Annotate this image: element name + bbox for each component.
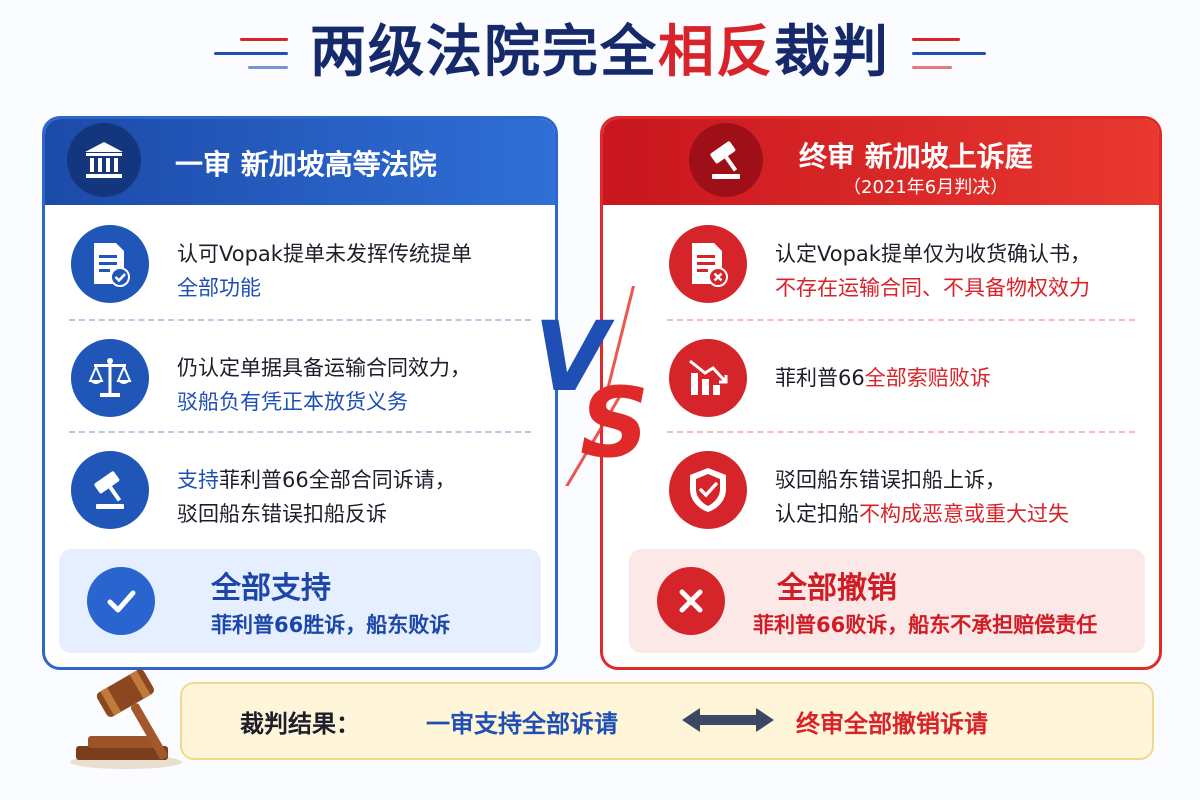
list-item: 认定Vopak提单仅为收货确认书， 不存在运输合同、不具备物权效力 — [603, 211, 1159, 317]
item-line-highlight: 支持 — [177, 468, 219, 492]
first-instance-panel: 一审 新加坡高等法院 认可Vopak提单未发挥传统提单 全部功能 仍认定单据具备… — [42, 116, 558, 670]
gavel-icon — [71, 451, 149, 529]
list-item: 驳回船东错误扣船上诉， 认定扣船不构成恶意或重大过失 — [603, 437, 1159, 543]
result-title: 全部支持 — [211, 571, 331, 606]
vs-letter-s: S — [580, 367, 649, 479]
shield-check-icon — [669, 451, 747, 529]
document-cross-icon — [669, 225, 747, 303]
list-item-text: 仍认定单据具备运输合同效力， 驳船负有凭正本放货义务 — [177, 351, 471, 419]
item-line-rest: 菲利普66全部合同诉请， — [219, 468, 456, 492]
item-line: 认可Vopak提单未发挥传统提单 — [177, 242, 472, 266]
list-item: 菲利普66全部索赔败诉 — [603, 325, 1159, 431]
item-line-highlight: 全部功能 — [177, 276, 261, 300]
item-line: 认定扣船不构成恶意或重大过失 — [775, 497, 1069, 531]
item-line-highlight: 全部索赔败诉 — [864, 366, 991, 390]
title-part-1: 两级法院完全 — [310, 20, 658, 85]
divider — [69, 431, 531, 433]
final-appeal-header: 终审 新加坡上诉庭 （2021年6月判决） — [603, 119, 1159, 205]
final-appeal-date: （2021年6月判决） — [843, 177, 1009, 198]
verdict-label: 裁判结果： — [240, 710, 360, 738]
gavel-icon — [70, 669, 182, 769]
vs-emblem: V S — [534, 286, 649, 486]
final-appeal-result: 全部撤销 菲利普66败诉，船东不承担赔偿责任 — [629, 549, 1145, 653]
item-line: 驳回船东错误扣船上诉， — [775, 468, 1006, 492]
title-decoration-left — [200, 30, 290, 76]
scales-icon — [71, 339, 149, 417]
first-instance-header: 一审 新加坡高等法院 — [45, 119, 555, 205]
result-subtitle: 菲利普66胜诉，船东败诉 — [211, 613, 451, 637]
list-item-text: 支持菲利普66全部合同诉请， 驳回船东错误扣船反诉 — [177, 463, 456, 531]
courthouse-icon — [67, 123, 141, 197]
item-line-highlight: 不构成恶意或重大过失 — [859, 502, 1069, 526]
divider — [667, 431, 1135, 433]
first-instance-summary: 一审支持全部诉请 — [426, 710, 618, 738]
item-line: 驳回船东错误扣船反诉 — [177, 502, 387, 526]
double-arrow-icon — [682, 708, 774, 732]
declining-chart-icon — [669, 339, 747, 417]
list-item: 支持菲利普66全部合同诉请， 驳回船东错误扣船反诉 — [45, 437, 555, 543]
final-appeal-title: 终审 新加坡上诉庭 — [799, 140, 1033, 173]
list-item: 仍认定单据具备运输合同效力， 驳船负有凭正本放货义务 — [45, 325, 555, 431]
document-check-icon — [71, 225, 149, 303]
item-line-highlight: 不存在运输合同、不具备物权效力 — [775, 276, 1090, 300]
vs-letter-v: V — [534, 301, 615, 413]
result-title: 全部撤销 — [777, 571, 897, 606]
title-part-3: 裁判 — [774, 20, 890, 85]
title-part-2: 相反 — [658, 20, 774, 85]
list-item-text: 菲利普66全部索赔败诉 — [775, 361, 991, 395]
item-line: 认定Vopak提单仅为收货确认书， — [775, 242, 1091, 266]
list-item: 认可Vopak提单未发挥传统提单 全部功能 — [45, 211, 555, 317]
list-item-text: 认定Vopak提单仅为收货确认书， 不存在运输合同、不具备物权效力 — [775, 237, 1091, 305]
result-subtitle: 菲利普66败诉，船东不承担赔偿责任 — [753, 613, 1098, 637]
first-instance-result: 全部支持 菲利普66胜诉，船东败诉 — [59, 549, 541, 653]
page-title-wrap: 两级法院完全相反裁判 — [0, 18, 1200, 88]
divider — [69, 319, 531, 321]
item-line-highlight: 驳船负有凭正本放货义务 — [177, 390, 408, 414]
final-appeal-summary: 终审全部撤销诉请 — [796, 710, 988, 738]
item-line: 菲利普66全部索赔败诉 — [775, 361, 991, 395]
first-instance-title: 一审 新加坡高等法院 — [175, 148, 437, 181]
list-item-text: 驳回船东错误扣船上诉， 认定扣船不构成恶意或重大过失 — [775, 463, 1069, 531]
cross-icon — [657, 567, 725, 635]
divider — [667, 319, 1135, 321]
verdict-summary-bar: 裁判结果： 一审支持全部诉请 终审全部撤销诉请 — [180, 682, 1154, 760]
gavel-icon — [689, 123, 763, 197]
item-line-rest: 菲利普66 — [775, 366, 865, 390]
title-decoration-right — [910, 30, 1000, 76]
item-line-rest: 认定扣船 — [775, 502, 859, 526]
list-item-text: 认可Vopak提单未发挥传统提单 全部功能 — [177, 237, 472, 305]
item-line: 支持菲利普66全部合同诉请， — [177, 463, 456, 497]
page-title: 两级法院完全相反裁判 — [310, 18, 890, 88]
item-line: 仍认定单据具备运输合同效力， — [177, 356, 471, 380]
final-appeal-panel: 终审 新加坡上诉庭 （2021年6月判决） 认定Vopak提单仅为收货确认书， … — [600, 116, 1162, 670]
check-icon — [87, 567, 155, 635]
